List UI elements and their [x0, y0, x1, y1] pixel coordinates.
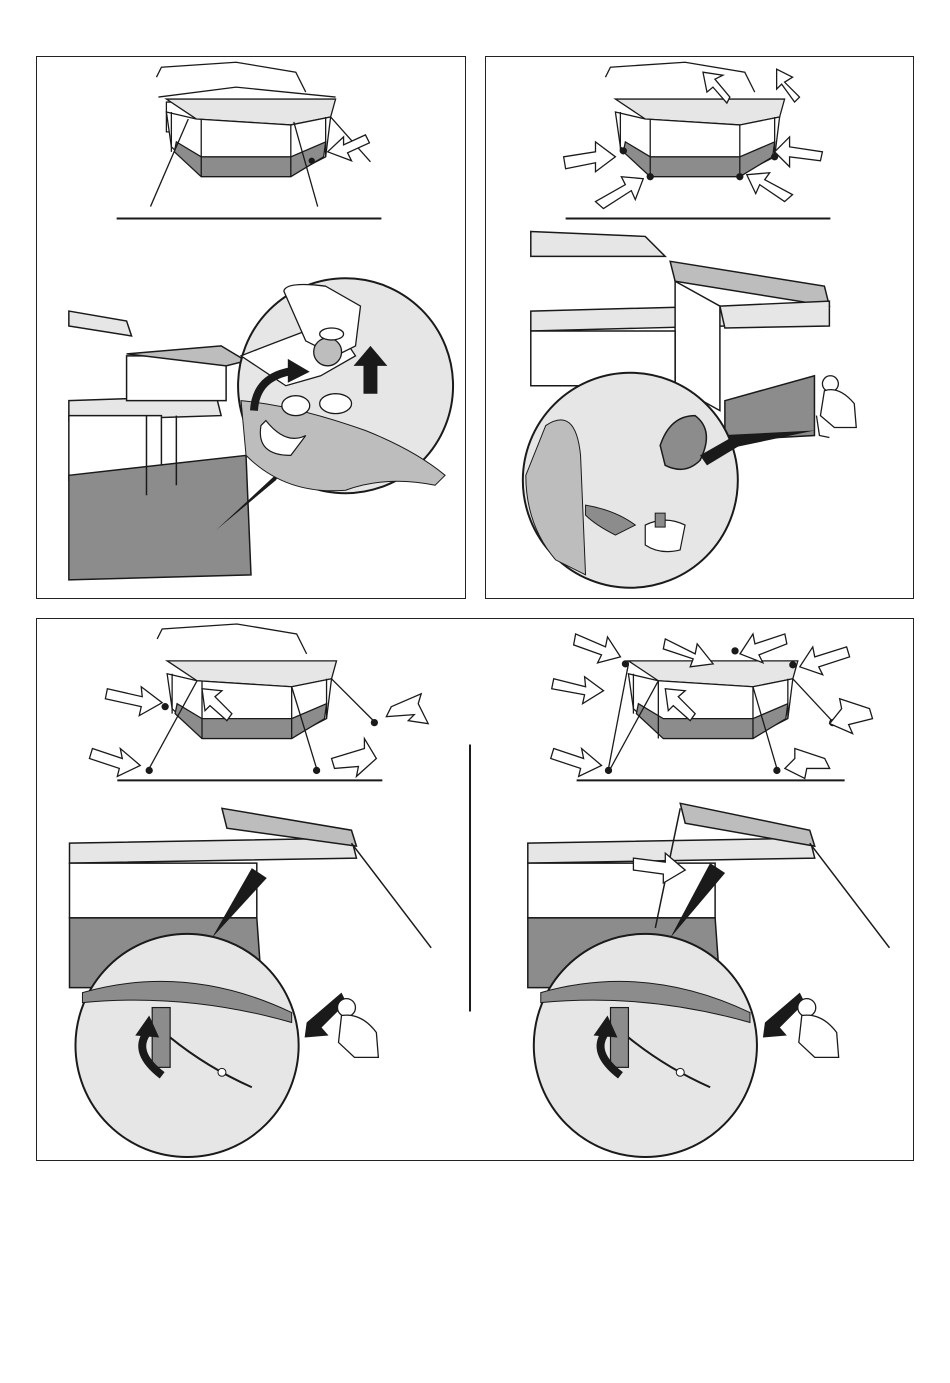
- person-kneeling: [816, 376, 856, 438]
- person-kneeling-left: [338, 999, 379, 1058]
- down-arrow-icon: [763, 993, 805, 1038]
- inflation-illustration: [37, 57, 465, 598]
- awning-overview-small: [605, 62, 784, 179]
- panel-pegging: [485, 56, 914, 599]
- panel-guylines: [36, 618, 914, 1161]
- person-kneeling-right: [798, 999, 839, 1058]
- awning-large-view: [69, 311, 251, 580]
- pegging-illustration: [486, 57, 913, 598]
- guyline-illustration: [37, 619, 913, 1160]
- awning-overview-left: [146, 624, 377, 773]
- awning-overview-small: [150, 62, 370, 206]
- panel-inflation: [36, 56, 466, 599]
